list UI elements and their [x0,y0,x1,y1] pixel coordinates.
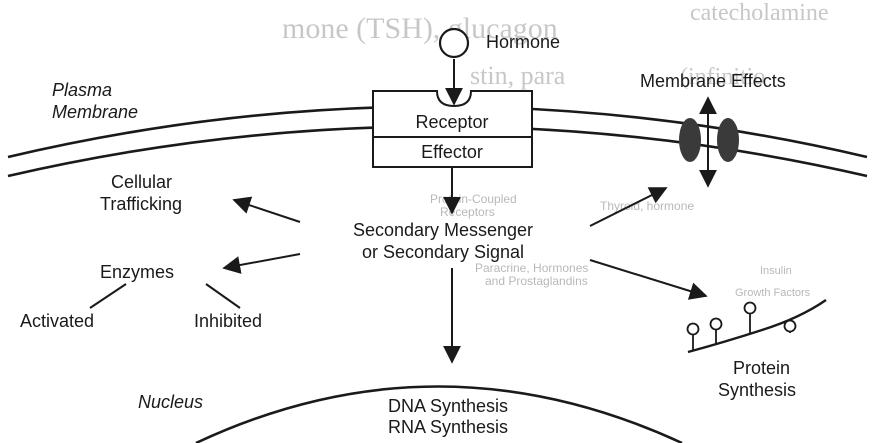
dna-synthesis-label: DNA Synthesis [388,396,508,416]
secondary-messenger-label: Secondary Messenger [353,220,533,240]
hormone-label: Hormone [486,32,560,52]
activated-label: Activated [20,311,94,331]
protein-synthesis-label: Protein [733,358,790,378]
rna-synthesis-label: RNA Synthesis [388,417,508,437]
enzymes-label: Enzymes [100,262,174,282]
ghost-text: stin, para [470,61,566,90]
ghost-text: Insulin [760,265,792,277]
nucleus-label: Nucleus [138,392,203,412]
inhibited-label: Inhibited [194,311,262,331]
ion-channel-right [717,118,739,162]
ion-channel-left [679,118,701,162]
receptor-label: Receptor [415,112,488,132]
ghost-text: Protein-Coupled [430,192,517,206]
ghost-text: Receptors [440,205,495,219]
effector-label: Effector [421,142,483,162]
ghost-text: Paracrine, Hormones [475,261,588,275]
cellular-trafficking-label: Cellular [111,172,172,192]
membrane-effects-label: Membrane Effects [640,71,786,91]
plasma-membrane-label: Plasma [52,80,112,100]
enzymes-to-inhibited-line [206,284,240,308]
messenger-to-protein-synthesis-arrow [590,260,706,296]
ghost-text: Thyroid, hormone [600,199,694,213]
ghost-text: Growth Factors [735,287,811,299]
ghost-text: and Prostaglandins [485,274,588,288]
hormone-circle [440,29,468,57]
protein-synthesis-label: Synthesis [718,380,796,400]
messenger-to-enzymes-arrow [224,254,300,268]
cellular-trafficking-label: Trafficking [100,194,182,214]
secondary-signal-label: or Secondary Signal [362,242,524,262]
ribosome-er-icon [688,300,827,352]
plasma-membrane-label: Membrane [52,102,138,122]
enzymes-to-activated-line [90,284,126,308]
messenger-to-trafficking-arrow [234,200,300,222]
ghost-text: catecholamine [690,0,829,26]
